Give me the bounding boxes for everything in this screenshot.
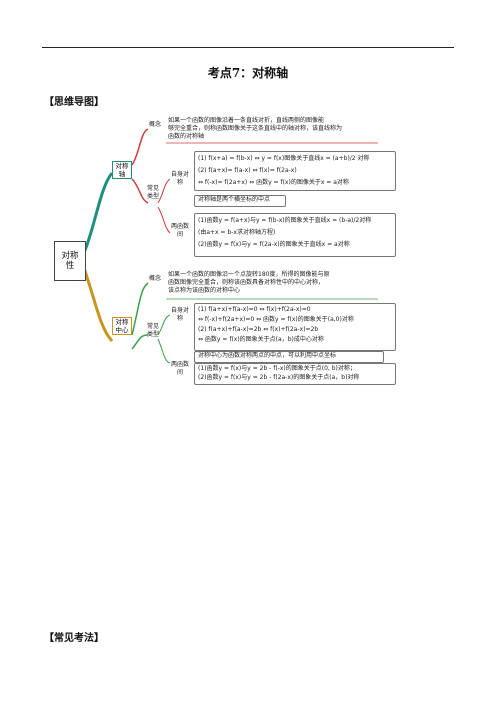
center-types-label: 常见类型 [146,323,159,338]
section-common-heading: 【常见考法】 [44,633,104,644]
center-concept-label: 概念 [148,275,161,282]
node-axis: 对称轴 [112,161,132,179]
node-center: 对称中心 [112,317,132,335]
center-self-note: 对称中心为函数对称两点的中点，可以利用中点坐标 [198,352,337,359]
axis-concept-line-3: 函数的对称轴 [168,133,205,140]
branch-axis-two [157,206,171,234]
center-concept-line-1: 如果一个函数的图像沿一个点旋转180度，所得的图像能与原 [168,271,330,278]
branch-axis-types [131,178,149,204]
center-two-label: 两函数间 [170,361,189,376]
branch-center-concept [131,282,149,336]
branch-axis-concept [131,128,149,166]
mind-map: 对称性 对称轴 对称中心 概念 如果一个函数的图像沿着一条直线对折，直线两侧的图… [48,103,400,385]
center-self-note-box [194,351,384,363]
center-two-line-2: (2)函数y = f(x)与y = 2b - f(2a-x)的图象关于点(a，b… [198,374,360,381]
center-self-label: 自身对称 [170,307,189,322]
center-two-line-1: (1)函数y = f(x)与y = 2b - f(-x)的图象关于点(0, b)… [198,365,356,372]
center-self-line-1: (1) f(a+x)+f(a-x)=0 ⇔ f(x)+f(2a-x)=0 [198,306,311,313]
branch-root-axis [82,172,114,254]
axis-self-line-1: (1) f(x+a) = f(b-x) ⇔ y = f(x)图像关于直线x = … [198,155,370,162]
axis-two-line-2: (由a+x = b-x求对称轴方程) [198,229,276,236]
branch-root-center [82,267,114,343]
axis-two-box [194,213,396,257]
root-node: 对称性 [54,241,86,281]
branch-center-two [157,338,171,364]
axis-self-line-3: ⇔ f(-x)= f(2a+x) ⇔ 函数y = f(x)的图像关于x = a对… [198,179,349,186]
page-title: 考点7：对称轴 [207,66,289,80]
axis-self-label: 自身对称 [170,171,189,186]
center-self-line-2: ⇔ f(-x)+f(2a+x)=0 ⇔ 函数y = f(x)的图象关于(a,0)… [198,316,354,323]
header-rule [42,47,454,48]
center-self-line-4: ⇔ 函数y = f(x)的图象关于点(a，b)成中心对称 [198,336,324,343]
axis-types-label: 常见类型 [146,185,159,200]
center-self-line-3: (2) f(a+x)+f(a-x)=2b ⇔ f(x)+f(2a-x)=2b [198,326,319,333]
center-concept-line-2: 函数图像完全重合，则称该函数具备对称性中的中心对称， [168,279,325,286]
branch-center-self [157,314,171,336]
axis-self-note: 对称轴是两个横坐标的中点 [198,196,271,203]
section-mindmap-heading: 【思维导图】 [44,97,104,108]
axis-self-box [194,151,396,191]
axis-two-line-1: (1)函数y = f(a+x)与y = f(b-x)的图象关于直线x = (b-… [198,217,372,224]
center-two-box [194,363,396,385]
axis-self-line-2: (2) f(a+x)= f(a-x) ⇔ f(x)= f(2a-x) [198,167,297,174]
axis-two-label: 两函数间 [170,223,189,238]
axis-two-line-3: (2)函数y = f(x)与y = f(2a-x)的图象关于直线x = a对称 [198,241,350,248]
branch-center-types [131,334,149,350]
root-label: 对称性 [61,251,79,271]
axis-concept-line-1: 如果一个函数的图像沿着一条直线对折，直线两侧的图像能 [168,117,325,124]
center-self-box [194,303,396,351]
center-concept-line-3: 该点称为该函数的对称中心 [168,287,241,294]
axis-concept-line-2: 够完全重合，则称函数图像关于这条直线中的轴对称，该直线称为 [168,125,343,132]
branch-axis-self [157,178,171,204]
axis-concept-label: 概念 [148,121,161,128]
mind-map-branches [82,128,378,364]
axis-self-note-box [194,195,286,207]
